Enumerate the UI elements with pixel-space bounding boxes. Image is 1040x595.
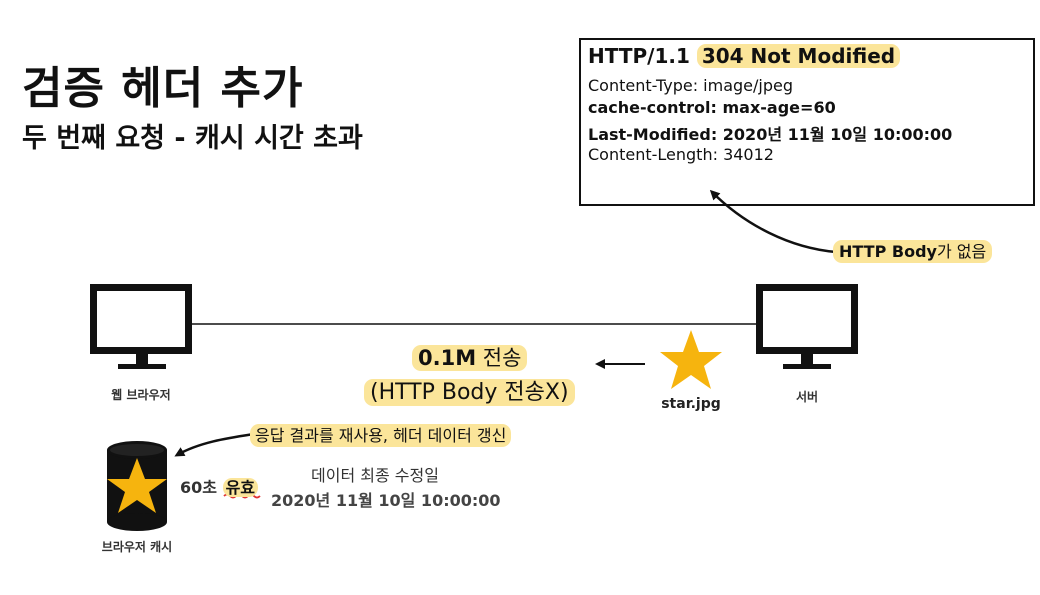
cache-modified-value: 2020년 11월 10일 10:00:00 [271, 491, 501, 510]
transfer-size: 0.1M 전송 [412, 342, 528, 372]
cache-ttl: 60초 유효 [180, 474, 259, 498]
reuse-arrow [174, 432, 255, 457]
transfer-note: (HTTP Body 전송X) [364, 374, 575, 406]
browser-label: 웹 브라우저 [111, 388, 171, 402]
header-cache-control: cache-control: max-age=60 [588, 98, 836, 117]
header-content-type: Content-Type: image/jpeg [588, 76, 793, 95]
reuse-note: 응답 결과를 재사용, 헤더 데이터 갱신 [250, 422, 512, 447]
no-body-note: HTTP Body가 없음 [833, 238, 993, 263]
page-title: 검증 헤더 추가 [22, 63, 304, 114]
transfer-word: 전송 [482, 346, 522, 370]
star-file-icon [660, 330, 722, 389]
browser-monitor-icon [90, 284, 192, 369]
no-body-arrow [709, 189, 837, 254]
cache-ttl-value: 60초 [180, 478, 217, 497]
status-code: 304 Not Modified [696, 44, 901, 68]
response-status-line: HTTP/1.1 304 Not Modified [588, 44, 901, 68]
cache-label: 브라우저 캐시 [101, 540, 173, 554]
header-last-modified: Last-Modified: 2020년 11월 10일 10:00:00 [588, 125, 953, 144]
no-body-bold: HTTP Body [839, 242, 937, 261]
cache-star-icon [107, 458, 167, 513]
transfer-size-value: 0.1M [418, 346, 477, 370]
header-content-length: Content-Length: 34012 [588, 145, 774, 164]
server-monitor-icon [756, 284, 858, 369]
response-box: HTTP/1.1 304 Not Modified Content-Type: … [579, 38, 1035, 206]
cache-valid: 유효 [222, 478, 259, 497]
file-name: star.jpg [661, 396, 721, 412]
no-body-rest: 가 없음 [936, 242, 987, 261]
server-label: 서버 [795, 390, 819, 404]
status-prefix: HTTP/1.1 [588, 44, 690, 68]
cache-modified-label: 데이터 최종 수정일 [311, 466, 439, 485]
page-subtitle: 두 번째 요청 - 캐시 시간 초과 [22, 123, 363, 154]
